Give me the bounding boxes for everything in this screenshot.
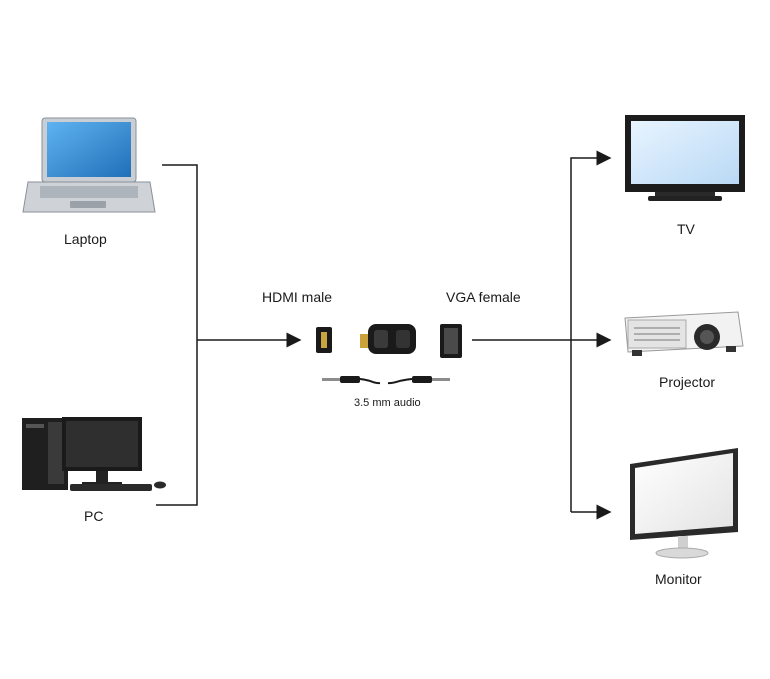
output-label-projector: Projector <box>659 374 716 390</box>
adapter-output-label: VGA female <box>446 289 521 305</box>
output-label-tv: TV <box>677 221 695 237</box>
output-label-monitor: Monitor <box>655 571 702 587</box>
hdmi-port-icon <box>316 327 332 353</box>
monitor-icon <box>630 448 738 559</box>
adapter-input-label: HDMI male <box>262 289 333 305</box>
source-label-pc: PC <box>84 508 104 524</box>
tv-icon <box>625 115 745 201</box>
projector-icon <box>624 311 744 356</box>
audio-label: 3.5 mm audio <box>354 397 421 409</box>
desktop-pc-icon <box>22 417 166 491</box>
source-label-laptop: Laptop <box>64 231 107 247</box>
source-connector-lines <box>156 164 302 506</box>
audio-cable-icon <box>322 376 450 385</box>
output-connector-lines <box>472 150 612 520</box>
adapter-icon <box>360 324 416 354</box>
vga-port-icon <box>440 324 462 358</box>
laptop-icon <box>22 117 156 213</box>
